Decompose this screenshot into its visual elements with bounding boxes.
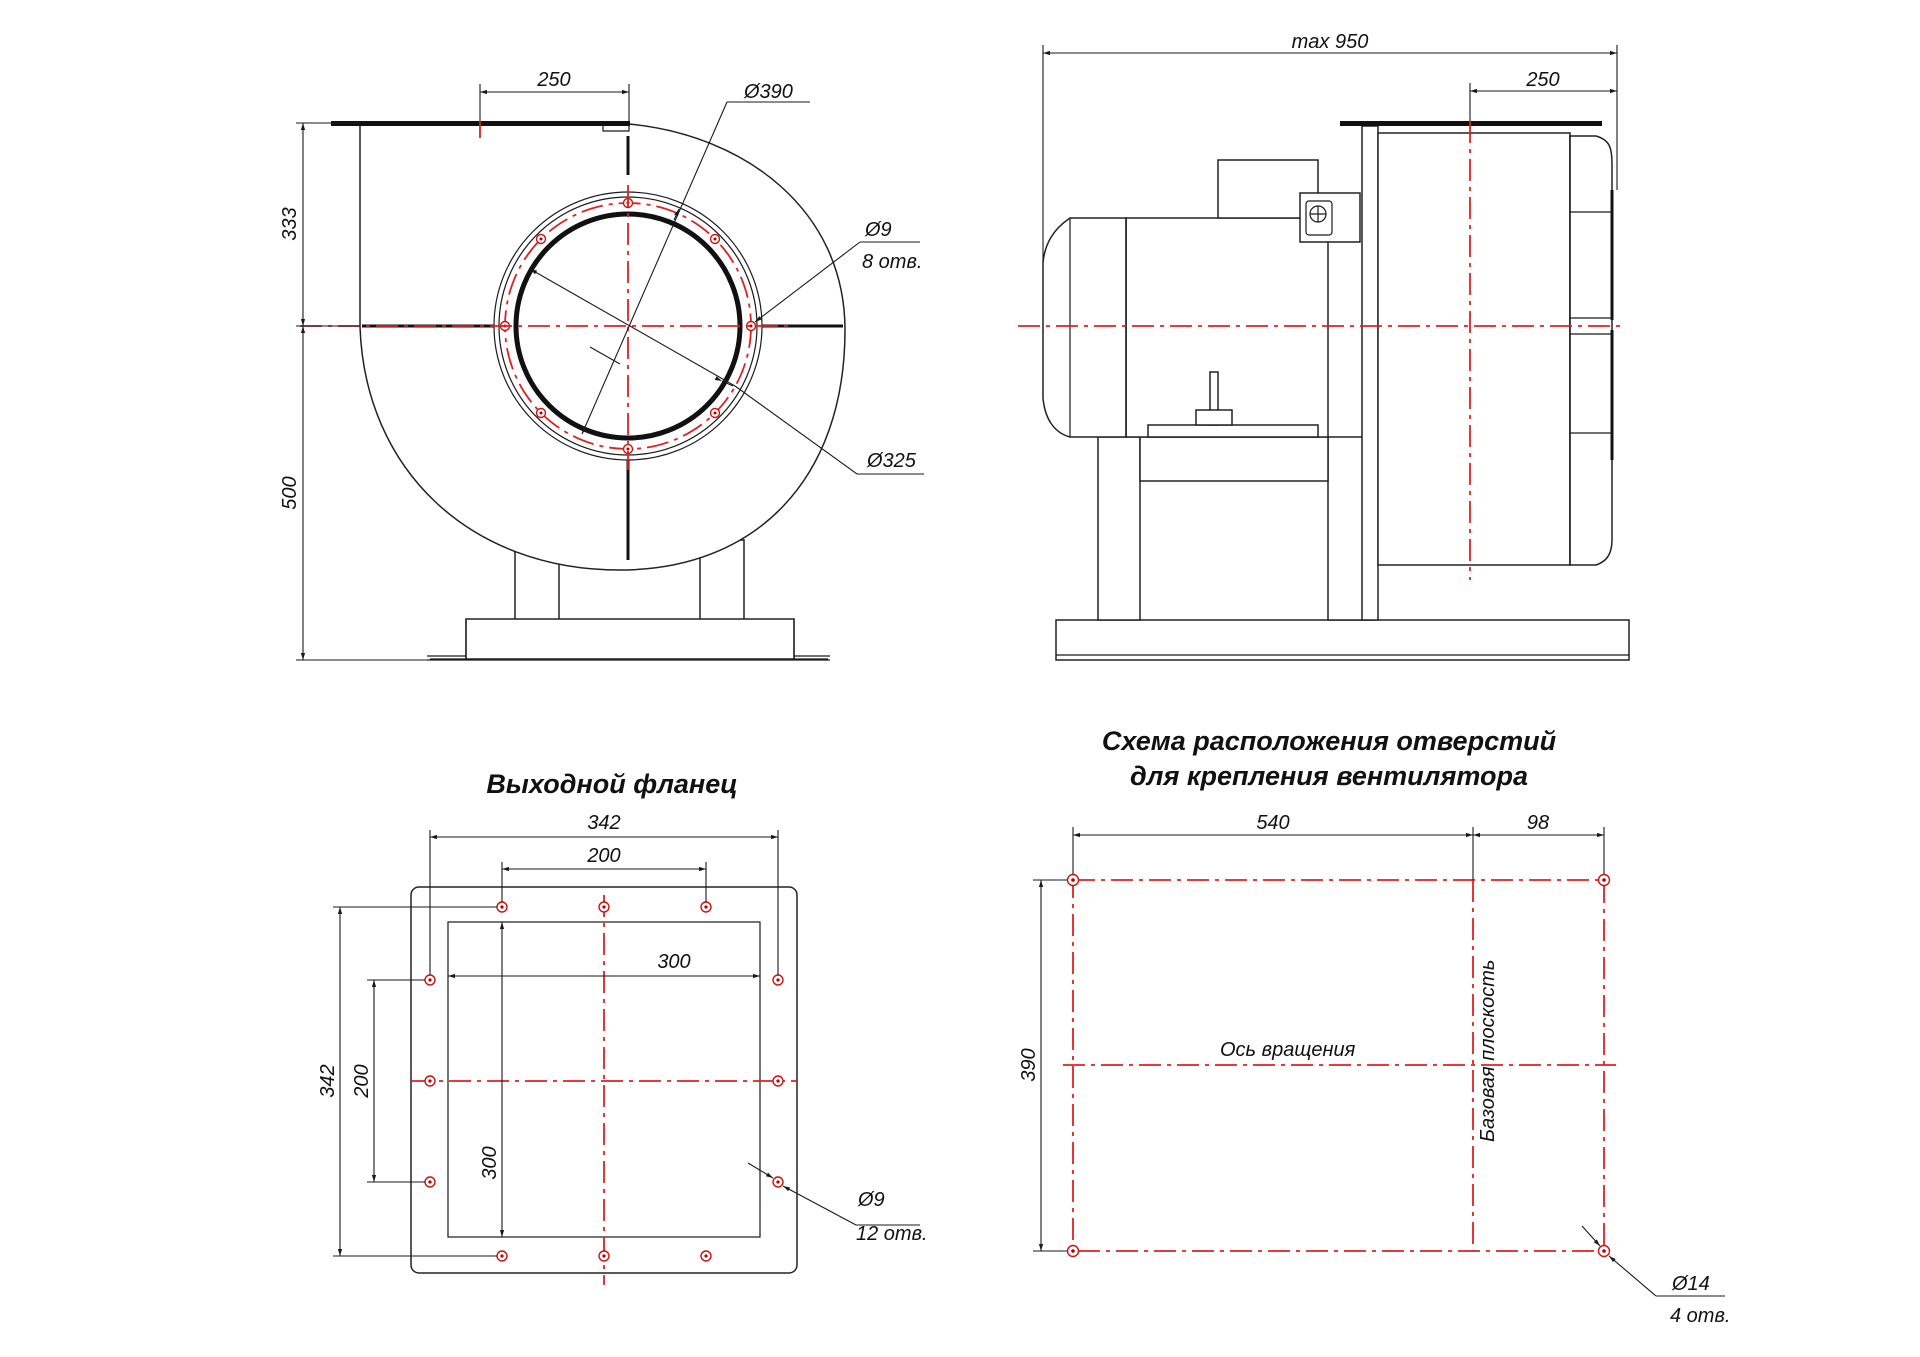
dim-mount-holes-count: 4 отв. <box>1670 1305 1730 1327</box>
bolt-hole <box>496 901 508 913</box>
dim-front-top-width: 250 <box>536 69 570 91</box>
bolt-hole <box>1597 1244 1611 1258</box>
axis-label: Ось вращения <box>1220 1039 1356 1061</box>
dim-flange-holes-h: 200 <box>351 1064 373 1098</box>
bolt-hole <box>1066 1244 1080 1258</box>
bolt-hole <box>772 1075 784 1087</box>
bolt-hole <box>496 1250 508 1262</box>
bolt-hole <box>709 407 721 419</box>
bolt-hole <box>1597 873 1611 887</box>
front-view: 250 333 500 Ø390 Ø325 Ø9 8 отв. <box>279 69 924 661</box>
bolt-hole <box>424 1176 436 1188</box>
outlet-flange-title: Выходной фланец <box>486 769 737 799</box>
mount-scheme-title-2: для крепления вентилятора <box>1130 761 1528 791</box>
flange-outer <box>410 886 798 1274</box>
dim-front-upper-height: 333 <box>279 207 301 240</box>
dim-flange-inner-w: 300 <box>657 951 690 973</box>
bolt-hole <box>535 407 547 419</box>
side-view: max 950 250 <box>1018 31 1630 661</box>
dim-front-lower-height: 500 <box>279 476 301 509</box>
inlet-cone <box>1569 135 1613 566</box>
base-plane-label: Базовая плоскость <box>1477 960 1499 1142</box>
motor-end-cap <box>1042 217 1127 438</box>
bolt-hole <box>700 901 712 913</box>
dim-d325: Ø325 <box>866 450 917 472</box>
bolt-hole <box>1066 873 1080 887</box>
dim-side-total: max 950 <box>1292 31 1369 53</box>
flange-bolt-holes <box>424 901 784 1262</box>
dim-front-holes-d: Ø9 <box>864 219 892 241</box>
dim-mount-540: 540 <box>1256 812 1289 834</box>
dim-mount-98: 98 <box>1527 812 1549 834</box>
dim-flange-outer-w: 342 <box>587 812 620 834</box>
fan-casing <box>1377 132 1571 566</box>
bolt-hole <box>700 1250 712 1262</box>
bolt-hole <box>709 233 721 245</box>
outlet-flange: Выходной фланец 342 200 <box>317 769 928 1285</box>
dim-flange-holes-w: 200 <box>586 845 620 867</box>
side-base-plate <box>1055 619 1630 661</box>
side-outlet-flange <box>1340 121 1602 126</box>
dim-flange-outer-h: 342 <box>317 1064 339 1097</box>
bolt-hole <box>424 974 436 986</box>
bolt-hole <box>598 1250 610 1262</box>
dim-mount-holes-d: Ø14 <box>1671 1273 1710 1295</box>
dim-flange-holes-count: 12 отв. <box>856 1223 928 1245</box>
mount-scheme: Схема расположения отверстий для креплен… <box>1018 726 1730 1327</box>
dim-front-holes-count: 8 отв. <box>862 251 922 273</box>
bolt-hole <box>424 1075 436 1087</box>
scroll-housing <box>359 123 846 571</box>
dim-d390: Ø390 <box>743 81 793 103</box>
bolt-hole <box>535 233 547 245</box>
mount-scheme-title-1: Схема расположения отверстий <box>1102 726 1557 756</box>
dim-mount-390: 390 <box>1018 1048 1040 1081</box>
mount-holes <box>1066 873 1611 1258</box>
fan-housing-side <box>1361 125 1379 621</box>
bolt-hole <box>772 1176 784 1188</box>
bolt-hole <box>772 974 784 986</box>
bolt-hole <box>598 901 610 913</box>
dim-flange-inner-h: 300 <box>479 1146 501 1179</box>
dim-side-outlet: 250 <box>1525 69 1559 91</box>
dim-flange-holes-d: Ø9 <box>857 1189 885 1211</box>
motor-body <box>1125 217 1329 438</box>
